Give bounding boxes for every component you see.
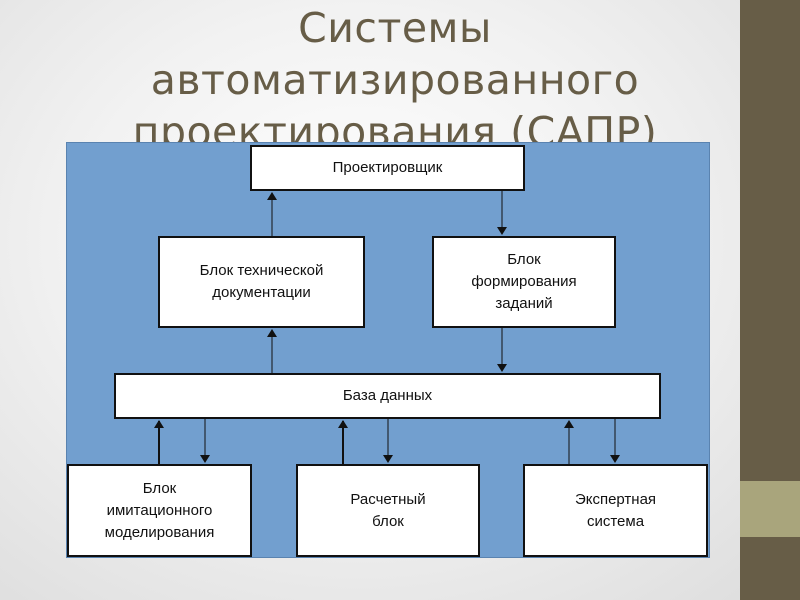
- node-expert-system-label: Экспертная система: [574, 490, 657, 530]
- node-calculation-label: Расчетный блок: [350, 490, 426, 530]
- node-simulation-label: Блок имитационного моделирования: [104, 479, 215, 541]
- node-task-forming: Блок формирования заданий: [432, 236, 616, 328]
- slide-title: Системы автоматизированного проектирован…: [132, 4, 658, 156]
- node-database-label: База данных: [342, 387, 433, 404]
- node-designer: Проектировщик: [250, 145, 525, 191]
- node-designer-label: Проектировщик: [332, 159, 443, 176]
- sidebar-accent-decoration: [740, 481, 800, 537]
- node-simulation: Блок имитационного моделирования: [67, 464, 252, 557]
- node-tech-docs-label: Блок технической документации: [199, 262, 324, 301]
- node-calculation: Расчетный блок: [296, 464, 480, 557]
- node-tech-docs: Блок технической документации: [158, 236, 365, 328]
- node-task-forming-label: Блок формирования заданий: [471, 251, 577, 312]
- node-database: База данных: [114, 373, 661, 419]
- node-expert-system: Экспертная система: [523, 464, 708, 557]
